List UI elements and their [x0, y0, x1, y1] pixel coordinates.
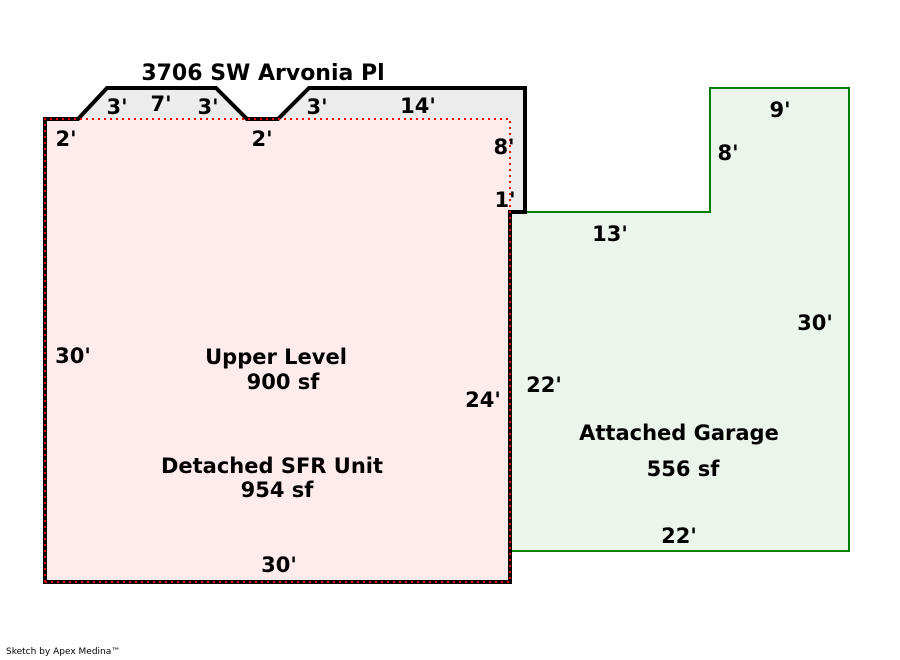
- dim-bay2-left: 3': [306, 95, 327, 119]
- detached-unit-area-value: 954 sf: [241, 478, 315, 502]
- dim-right-upper: 8': [493, 135, 514, 159]
- dim-bay1-right: 3': [197, 95, 218, 119]
- detached-unit-name: Detached SFR Unit: [161, 454, 383, 478]
- dim-bay1-top: 7': [150, 92, 171, 116]
- dim-unit-right: 24': [465, 388, 501, 412]
- upper-level-area: [45, 119, 510, 582]
- dim-left: 30': [55, 344, 91, 368]
- garage-name: Attached Garage: [579, 421, 779, 445]
- dim-garage-left: 22': [526, 373, 562, 397]
- garage-area-value: 556 sf: [647, 457, 721, 481]
- dim-garage-right: 30': [797, 311, 833, 335]
- dim-top-left-step: 2': [55, 127, 76, 151]
- upper-level-name: Upper Level: [205, 345, 347, 369]
- dim-mid-step: 2': [251, 127, 272, 151]
- dim-bottom: 30': [261, 553, 297, 577]
- dim-garage-notch-top: 9': [769, 98, 790, 122]
- upper-level-area-value: 900 sf: [247, 370, 321, 394]
- dim-garage-notch-side: 8': [717, 141, 738, 165]
- dim-bay1-left: 3': [106, 95, 127, 119]
- dim-right-jog: 1': [494, 188, 515, 212]
- address-title: 3706 SW Arvonia Pl: [141, 61, 384, 86]
- dim-garage-bottom: 22': [661, 524, 697, 548]
- sketch-credit: Sketch by Apex Medina™: [6, 647, 121, 657]
- dim-garage-top: 13': [592, 222, 628, 246]
- dim-top-right: 14': [400, 94, 436, 118]
- unit-outline: [43, 86, 527, 584]
